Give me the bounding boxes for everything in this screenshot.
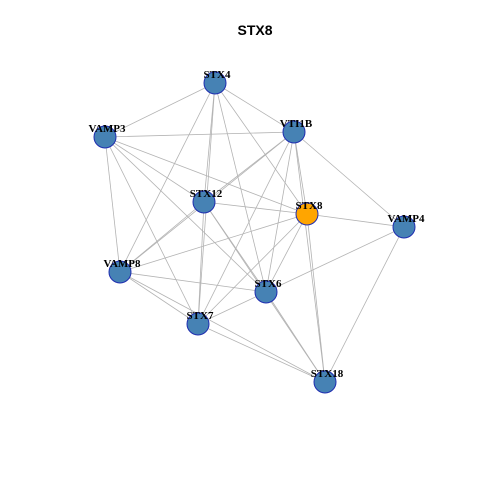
node-stx18: STX18 (311, 368, 344, 394)
node-circle (313, 370, 337, 394)
node-circle (192, 190, 216, 214)
edge-stx8-stx7 (197, 213, 308, 325)
edge-vamp3-stx8 (104, 136, 308, 215)
edge-stx4-vti1b (214, 82, 295, 133)
edge-stx8-stx6 (265, 213, 308, 293)
edge-stx6-stx7 (197, 291, 267, 325)
edge-stx12-stx8 (203, 201, 308, 215)
node-stx4: STX4 (203, 69, 231, 95)
edge-stx12-vamp8 (119, 201, 205, 273)
node-circle (93, 125, 117, 149)
node-circle (108, 260, 132, 284)
edge-stx4-stx8 (214, 82, 308, 215)
node-circle (254, 280, 278, 304)
node-stx7: STX7 (186, 310, 214, 336)
edge-vti1b-vamp4 (293, 131, 405, 228)
edge-stx4-vamp8 (119, 82, 216, 273)
edge-stx8-vamp4 (306, 213, 405, 228)
node-circle (392, 215, 416, 239)
edge-vti1b-stx8 (293, 131, 308, 215)
edge-vamp8-stx6 (119, 271, 267, 293)
edge-vamp3-stx12 (104, 136, 205, 203)
node-label: STX6 (255, 278, 282, 290)
node-label: STX7 (187, 310, 214, 322)
graph-title: STX8 (237, 22, 272, 38)
node-circle (186, 312, 210, 336)
edge-layer (104, 82, 405, 383)
node-label: STX8 (296, 200, 323, 212)
edge-stx4-stx6 (214, 82, 267, 293)
edge-stx8-vamp8 (119, 213, 308, 273)
edge-vti1b-stx7 (197, 131, 295, 325)
node-vamp8: VAMP8 (103, 258, 141, 284)
edge-stx8-stx18 (306, 213, 326, 383)
node-label: VAMP3 (88, 123, 126, 135)
edge-vamp3-stx6 (104, 136, 267, 293)
node-label: STX4 (204, 69, 231, 81)
edge-vamp4-stx18 (324, 226, 405, 383)
edge-stx4-vamp3 (104, 82, 216, 138)
node-stx8: STX8 (295, 200, 323, 226)
edge-stx7-stx18 (197, 323, 326, 383)
edge-vti1b-stx18 (293, 131, 326, 383)
node-circle (282, 120, 306, 144)
node-circle (203, 71, 227, 95)
edge-stx12-stx7 (197, 201, 205, 325)
node-vti1b: VTI1B (280, 118, 313, 144)
node-stx12: STX12 (190, 188, 223, 214)
edge-vamp8-stx7 (119, 271, 199, 325)
node-circle (295, 202, 319, 226)
node-stx6: STX6 (254, 278, 282, 304)
edge-stx6-stx18 (265, 291, 326, 383)
node-label: VAMP4 (387, 213, 425, 225)
edge-vamp8-stx18 (119, 271, 326, 383)
edge-vti1b-stx6 (265, 131, 295, 293)
edge-vamp3-vti1b (104, 131, 295, 138)
node-vamp4: VAMP4 (387, 213, 425, 239)
edge-stx4-stx12 (203, 82, 216, 203)
node-label: VAMP8 (103, 258, 141, 270)
node-label: STX18 (311, 368, 344, 380)
edge-vamp3-vamp8 (104, 136, 121, 273)
edge-vamp4-stx6 (265, 226, 405, 293)
node-vamp3: VAMP3 (88, 123, 126, 149)
node-label: VTI1B (280, 118, 313, 130)
edge-vamp3-stx7 (104, 136, 199, 325)
node-label: STX12 (190, 188, 223, 200)
